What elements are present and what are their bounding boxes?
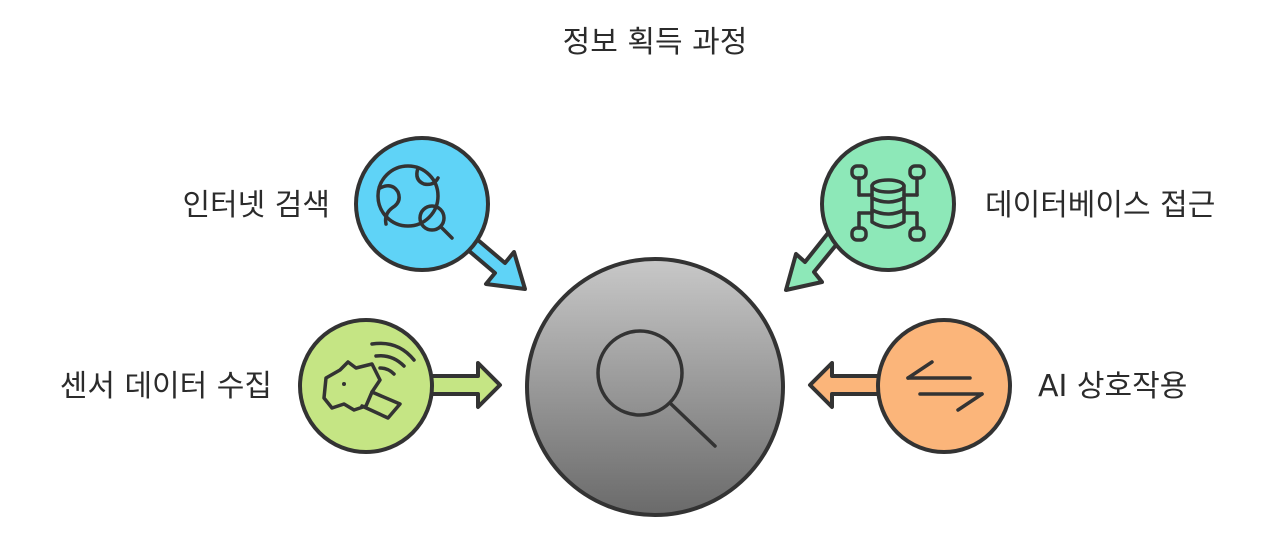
label-ai: AI 상호작용 (1038, 369, 1187, 404)
source-database: 데이터베이스 접근 (784, 136, 1215, 292)
source-ai: AI 상호작용 (808, 318, 1187, 454)
database-network-icon (850, 164, 926, 242)
node-database (820, 136, 956, 272)
label-sensor: 센서 데이터 수집 (60, 369, 272, 404)
node-internet (354, 136, 490, 272)
magnifier-icon (596, 329, 717, 448)
exchange-arrows-icon (906, 360, 984, 412)
globe-search-icon (376, 164, 454, 240)
node-sensor (298, 318, 434, 454)
center-node (525, 257, 785, 517)
label-internet: 인터넷 검색 (182, 188, 330, 223)
dog-sensor-icon (322, 341, 416, 420)
node-ai (876, 318, 1012, 454)
diagram-title: 정보 획득 과정 (563, 25, 748, 60)
source-sensor: 센서 데이터 수집 (60, 318, 502, 454)
source-internet: 인터넷 검색 (182, 136, 527, 291)
label-database: 데이터베이스 접근 (985, 188, 1215, 223)
